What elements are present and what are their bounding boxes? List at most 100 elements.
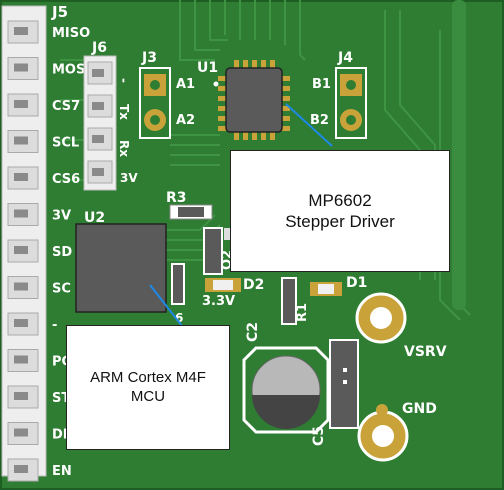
- j4-ref-label: J4: [337, 50, 353, 66]
- gnd-via: [376, 404, 388, 416]
- mcu-callout-box: ARM Cortex M4F MCU: [66, 325, 230, 450]
- j5-pin: [14, 27, 28, 35]
- u1-pin-right: [280, 106, 290, 111]
- r1-ref-label: R1: [295, 303, 310, 322]
- j5-pin-label: CS7: [52, 99, 80, 114]
- j5-pin: [14, 100, 28, 108]
- r3-ref-label: R3: [166, 190, 187, 206]
- j6-pin-label: Tx: [117, 104, 131, 120]
- u2-resistor: [171, 263, 185, 305]
- c2-electrolytic-capacitor: [242, 346, 330, 434]
- c5-ref-label: C5: [311, 426, 327, 446]
- u1-pin-right: [280, 96, 290, 101]
- u1-pin-top: [261, 60, 266, 70]
- j5-pin: [14, 355, 28, 364]
- u1-pin-bottom: [270, 130, 275, 140]
- j5-pin-label: MOSI: [52, 63, 90, 78]
- u1-pin-left: [218, 76, 228, 81]
- u1-pin-right: [280, 76, 290, 81]
- j5-pin: [14, 465, 28, 473]
- j5-pin: [14, 319, 28, 327]
- j6-pin-label: 3V: [120, 171, 138, 185]
- gnd-pad: [357, 404, 409, 462]
- u1-pin-left: [218, 106, 228, 111]
- driver-callout-line2: Stepper Driver: [285, 212, 395, 231]
- a2-label: A2: [176, 113, 195, 128]
- driver-callout-box: MP6602 Stepper Driver: [230, 150, 450, 272]
- j4-pad-1-hole: [346, 80, 356, 90]
- c2-ref-label: C2: [245, 322, 261, 342]
- j5-pin: [14, 428, 28, 437]
- c5-capacitor-mark-2: [343, 380, 347, 384]
- j5-pin-label: EN: [52, 464, 72, 479]
- j3-outline: [139, 67, 171, 139]
- j5-pin-label: ST: [52, 391, 70, 406]
- d1-led-body: [318, 284, 334, 294]
- j5-pin: [14, 209, 28, 218]
- j4-connector: [335, 67, 367, 139]
- u1-ref-label: U1: [197, 60, 218, 76]
- gnd-pad-hole: [372, 425, 394, 447]
- label-3v3: 3.3V: [202, 294, 235, 309]
- vsrv-label: VSRV: [404, 344, 447, 360]
- vsrv-pad: [355, 292, 407, 344]
- j6-pin: [92, 69, 104, 77]
- j5-pin: [14, 136, 28, 145]
- j3-pad-1-hole: [150, 80, 160, 90]
- u1-pin-bottom: [252, 130, 257, 140]
- vsrv-pad-hole: [370, 307, 392, 329]
- mcu-callout-leader: [149, 284, 183, 327]
- d2-ref-label: D2: [243, 277, 264, 293]
- u1-body: [225, 67, 283, 133]
- driver-callout-line1: MP6602: [308, 190, 372, 210]
- j4-pad-2-hole: [346, 115, 356, 125]
- b2-label: B2: [310, 113, 329, 128]
- j6-ref-label: J6: [91, 40, 107, 56]
- j5-pin: [14, 282, 28, 291]
- u2-ref-label: U2: [84, 210, 105, 226]
- r3-resistor-body: [178, 207, 204, 217]
- d2-led-body: [213, 280, 233, 290]
- u1-pin-top: [243, 60, 248, 70]
- c5-capacitor-mark-1: [343, 368, 347, 372]
- right-board-strip: [452, 0, 466, 310]
- q2-transistor: [203, 227, 223, 275]
- u1-pin-right: [280, 86, 290, 91]
- u1-pin-bottom: [234, 130, 239, 140]
- b1-label: B1: [312, 77, 331, 92]
- a1-label: A1: [176, 77, 195, 92]
- u1-pin-left: [218, 86, 228, 91]
- mcu-callout-line2: MCU: [130, 387, 166, 405]
- j5-pin: [14, 63, 28, 72]
- u1-pin-bottom: [261, 130, 266, 140]
- j5-pin-label: MISO: [52, 26, 90, 41]
- u1-pin-top: [252, 60, 257, 70]
- mcu-callout-line1: ARM Cortex M4F: [90, 368, 206, 386]
- u1-pins: [218, 60, 290, 140]
- driver-callout-leader: [285, 103, 333, 147]
- r1-resistor: [281, 277, 297, 325]
- j6-pin: [92, 102, 104, 110]
- j5-pin-label: 3V: [52, 209, 71, 224]
- j4-outline: [335, 67, 367, 139]
- j5-ref-label: J5: [51, 3, 68, 21]
- j5-pin: [14, 173, 28, 181]
- u2-resistor-label: 6: [175, 311, 183, 325]
- j3-connector: [139, 67, 171, 139]
- u1-pin-top: [234, 60, 239, 70]
- j3-ref-label: J3: [141, 50, 157, 66]
- j6-pin: [92, 135, 104, 143]
- c2-polarity-band: [252, 395, 320, 429]
- j5-pin-label: SCL: [52, 136, 79, 151]
- j6-pin: [92, 168, 104, 176]
- gnd-label: GND: [402, 401, 437, 417]
- j5-pin-label: SD: [52, 245, 72, 260]
- j5-pin: [14, 246, 28, 254]
- j5-pin-label: SC: [52, 282, 71, 297]
- j3-pad-2-hole: [150, 115, 160, 125]
- u1-pin-left: [218, 116, 228, 121]
- u1-pin-right: [280, 116, 290, 121]
- j5-pin-label: CS6: [52, 172, 80, 187]
